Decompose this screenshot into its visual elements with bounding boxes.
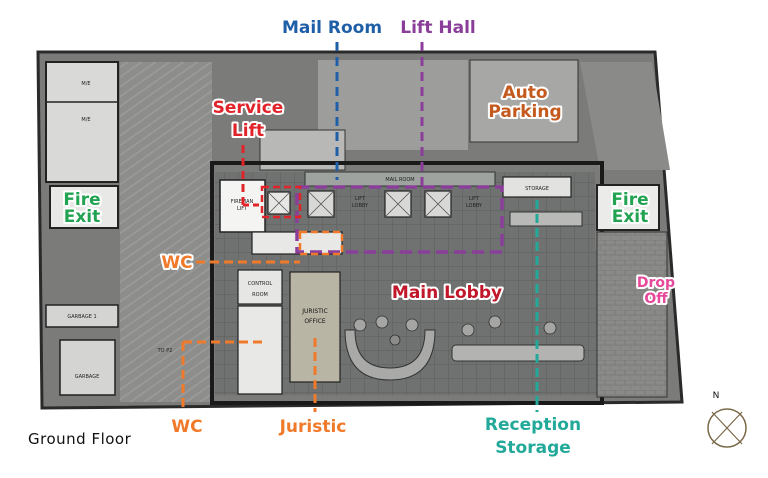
lobby-sofa-curved	[344, 329, 436, 381]
lift-lobby-2-label-line2: LOBBY	[466, 203, 483, 209]
lift-lobby-2-label-line1: LIFT	[469, 196, 480, 202]
to-p2-label: TO P2	[157, 348, 173, 354]
juristic-office	[289, 271, 341, 383]
lobby-chair	[375, 315, 389, 329]
lift-lobby-1-label-line2: LOBBY	[352, 203, 369, 209]
garbage-1-room	[45, 304, 119, 328]
floor-title: Ground Floor	[28, 430, 132, 448]
fire-stair-right	[596, 184, 660, 231]
drop-off-callout-line2: Off	[644, 291, 668, 307]
garbage-1-label: GARBAGE 1	[67, 314, 96, 320]
fire-stair-left	[49, 185, 119, 229]
wc-lower	[237, 305, 283, 395]
drop-off-zone	[596, 231, 668, 398]
reception-callout-line1: Reception	[485, 415, 581, 435]
service-lift-callout-line2: Lift	[232, 121, 264, 141]
me-room-1-label: M/E	[81, 81, 90, 87]
reception-desk	[509, 211, 583, 227]
lobby-table	[389, 334, 401, 346]
fire-exit-right-callout-line2: Exit	[612, 207, 649, 227]
fire-exit-right-callout-line1: Fire	[611, 190, 648, 210]
drop-off-callout-line1: Drop	[637, 275, 675, 291]
auto-parking-bay	[469, 59, 579, 143]
lobby-chair	[405, 318, 419, 332]
service-lift-callout-line1: Service	[213, 98, 284, 118]
auto-parking-callout-line1: Auto	[502, 83, 547, 103]
storage-label: STORAGE	[525, 186, 549, 192]
lobby-chair	[353, 318, 367, 332]
wc-bottom-callout: WC	[171, 417, 202, 437]
control-room	[237, 269, 283, 305]
garbage-room	[59, 339, 116, 396]
garbage-label: GARBAGE	[75, 374, 100, 380]
fire-exit-left-callout-line2: Exit	[64, 207, 101, 227]
fireman-lift-label-line2: LIFT	[237, 206, 248, 212]
driveway-right	[580, 62, 670, 170]
juristic-office-label-line1: JURISTIC	[301, 308, 328, 315]
control-room-label-line2: ROOM	[252, 292, 268, 298]
juristic-office-label-line2: OFFICE	[304, 318, 326, 325]
auto-parking-callout-line2: Parking	[488, 102, 561, 122]
fire-exit-left-callout-line1: Fire	[63, 190, 100, 210]
mail-room-label: MAIL ROOM	[385, 177, 414, 183]
lobby-chair	[488, 315, 502, 329]
lift-lobby-1-label-line1: LIFT	[355, 196, 366, 202]
wc-dashed-frame	[298, 230, 344, 256]
service-lift-dashed-frame	[260, 185, 302, 219]
lobby-chair	[543, 321, 557, 335]
reception-callout-line2: Storage	[495, 438, 571, 458]
main-lobby-callout: Main Lobby	[392, 283, 502, 303]
mail-room	[304, 171, 496, 187]
me-room-2-label: M/E	[81, 117, 90, 123]
lobby-sofa-long	[451, 344, 585, 362]
lift-hall-callout: Lift Hall	[400, 18, 475, 38]
compass-icon: N	[707, 391, 747, 448]
mail-room-callout: Mail Room	[282, 18, 382, 38]
compass-north-label: N	[713, 391, 720, 401]
me-room-block	[45, 61, 119, 183]
lift-hall-dashed-frame	[295, 185, 504, 254]
juristic-callout: Juristic	[279, 417, 347, 437]
wc-left-callout: WC	[161, 253, 192, 273]
lobby-chair	[461, 323, 475, 337]
control-room-label-line1: CONTROL	[248, 281, 273, 287]
driveway-left	[120, 62, 212, 402]
